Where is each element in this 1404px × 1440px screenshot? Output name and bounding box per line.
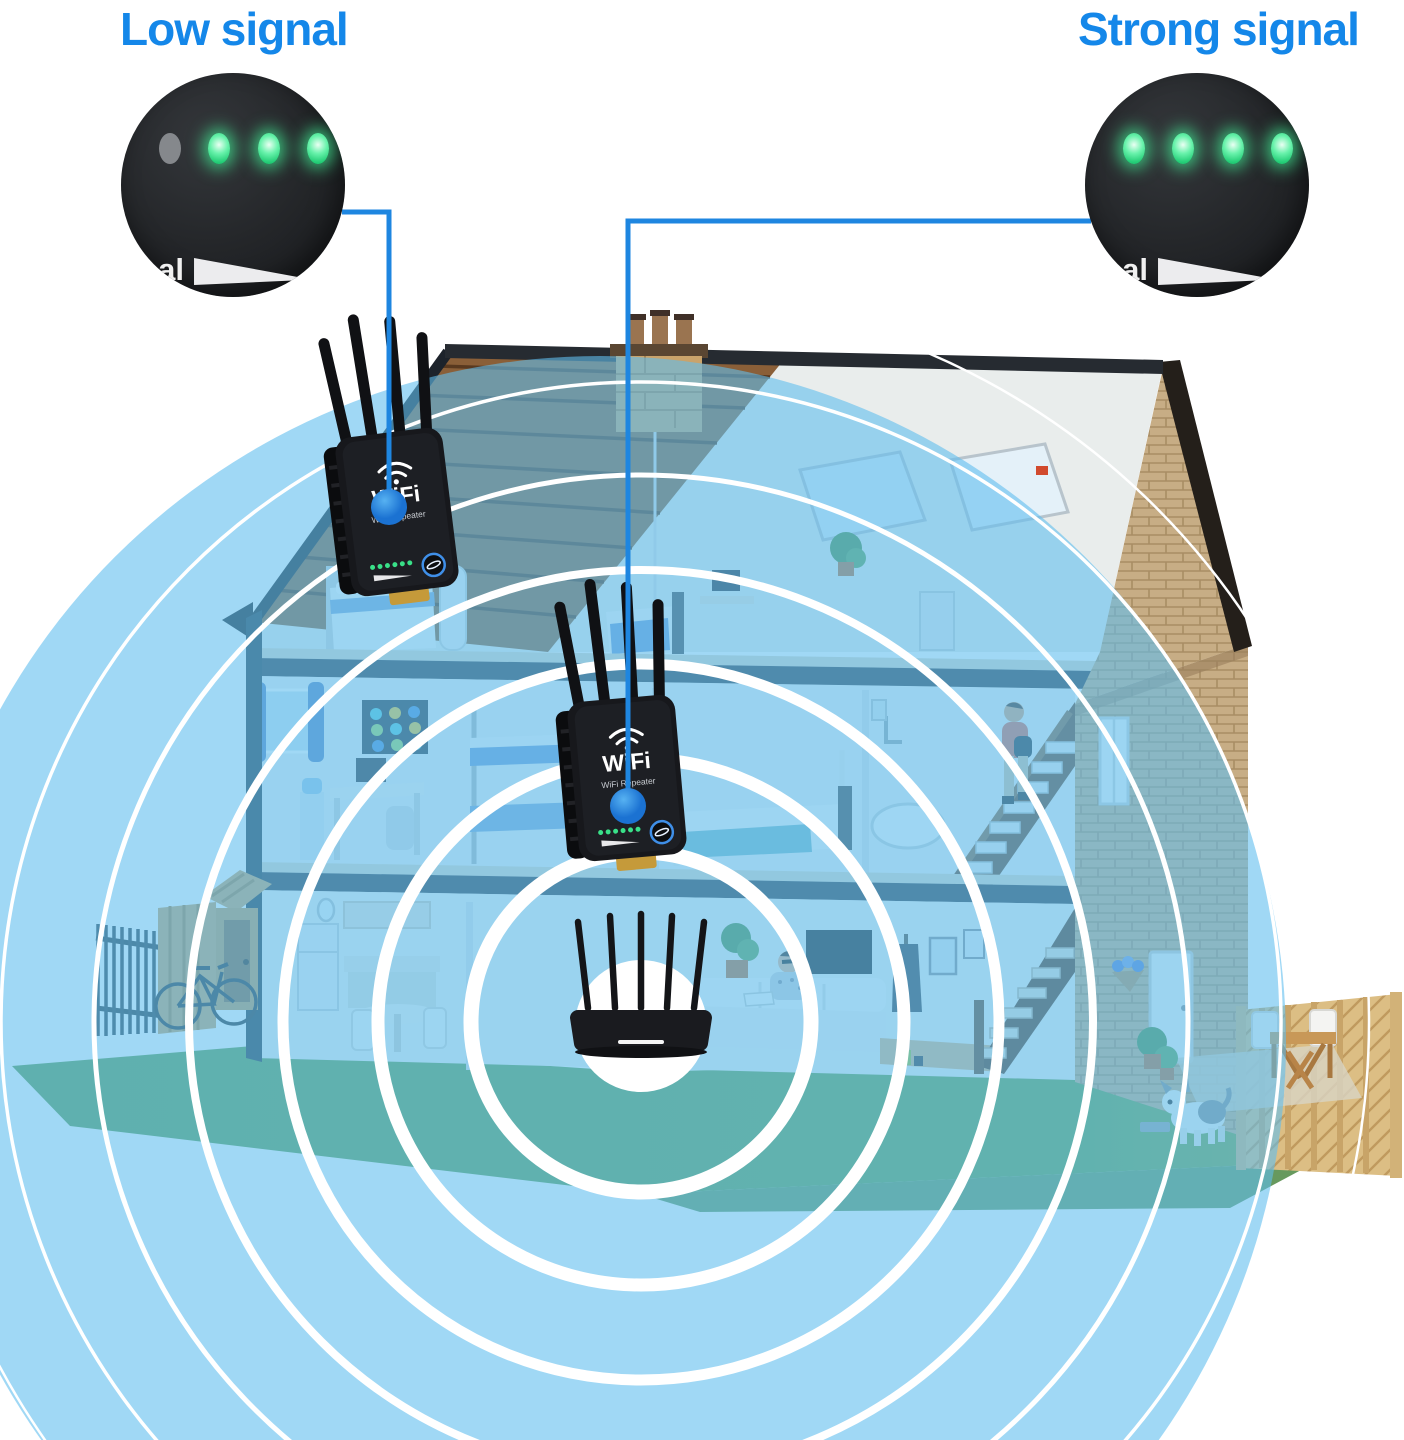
low-signal-label: Low signal: [120, 3, 349, 55]
signal-led-on: [208, 133, 231, 164]
signal-led-on: [306, 133, 329, 164]
signal-ring-6: [0, 380, 1283, 1440]
signal-ring-4: [185, 566, 1097, 1440]
signal-text: Signal: [1085, 252, 1149, 287]
wifi-router: [570, 910, 712, 1058]
signal-wedge-icon: [1158, 258, 1277, 285]
skylight-handle: [1036, 466, 1048, 475]
signal-led-on: [1270, 133, 1293, 164]
signal-ring-3: [277, 658, 1005, 1386]
connection-dot-low: [371, 489, 407, 525]
connector-strong-signal: [625, 218, 1091, 806]
strong-signal-label: Strong signal: [1078, 3, 1360, 55]
signal-led-on: [1221, 133, 1244, 164]
led-row-low: [159, 133, 329, 164]
connection-dot-strong: [610, 788, 646, 824]
signal-led-on: [1172, 133, 1195, 164]
planet-icon: [1285, 256, 1309, 286]
signal-text: Signal: [121, 252, 185, 287]
low-signal-callout: Signal: [121, 73, 345, 297]
signal-panel: Signal: [121, 253, 345, 287]
gable-roof-edge: [1159, 360, 1252, 652]
signal-led-off: [159, 133, 181, 164]
signal-wedge-icon: [194, 258, 313, 285]
signal-ring-7: [0, 292, 1371, 1440]
connector-low-signal: [342, 209, 392, 506]
router-body: [570, 1010, 712, 1052]
strong-signal-callout: Signal: [1085, 73, 1309, 297]
signal-panel: Signal: [1085, 253, 1309, 287]
router-antennas: [574, 910, 708, 1012]
signal-ring-5: [91, 472, 1191, 1440]
signal-rings: [0, 292, 1371, 1440]
planet-icon: [321, 256, 345, 286]
signal-led-on: [257, 133, 280, 164]
led-row-strong: [1123, 133, 1293, 164]
signal-led-on: [1123, 133, 1145, 164]
